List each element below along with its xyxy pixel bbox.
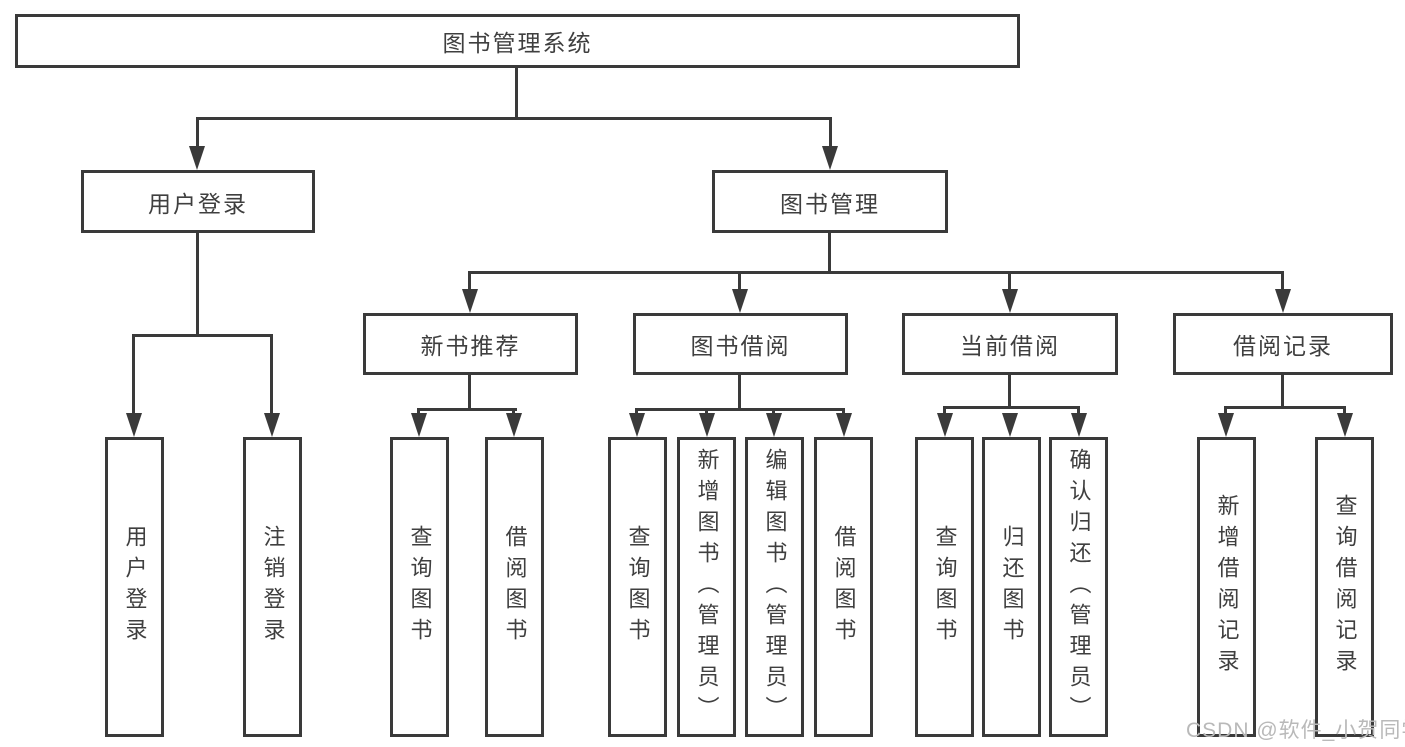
node-book-management: 图书管理 [712, 170, 948, 233]
arrow-down-icon [462, 289, 478, 313]
connector-line [132, 334, 273, 337]
node-label: 借阅记录 [1233, 333, 1333, 359]
connector-line [196, 117, 199, 149]
arrow-down-icon [264, 413, 280, 437]
connector-line [468, 375, 471, 411]
arrow-down-icon [1275, 289, 1291, 313]
leaf-user-login: 用户登录 [105, 437, 164, 737]
arrow-down-icon [1337, 413, 1353, 437]
node-label: 借阅图书 [831, 525, 857, 649]
connector-line [1077, 406, 1080, 418]
arrow-down-icon [126, 413, 142, 437]
node-label: 新书推荐 [420, 333, 521, 359]
connector-line [829, 117, 832, 149]
arrow-down-icon [1218, 413, 1234, 437]
arrow-down-icon [629, 413, 645, 437]
leaf-logout: 注销登录 [243, 437, 302, 737]
node-label: 当前借阅 [960, 333, 1060, 359]
arrow-down-icon [506, 413, 522, 437]
arrow-down-icon [836, 413, 852, 437]
leaf-borrow-books: 借阅图书 [814, 437, 873, 737]
connector-line [270, 334, 273, 416]
connector-line [1224, 406, 1227, 418]
connector-line [1281, 271, 1284, 293]
leaf-confirm-return-admin: 确认归还（管理员） [1049, 437, 1108, 737]
connector-line [738, 271, 741, 293]
node-label: 注销登录 [260, 525, 286, 649]
leaf-query-books-borrowing: 查询图书 [608, 437, 667, 737]
arrow-down-icon [937, 413, 953, 437]
arrow-down-icon [1002, 413, 1018, 437]
connector-line [132, 334, 135, 416]
node-borrowing-records: 借阅记录 [1173, 313, 1393, 375]
connector-line [196, 117, 832, 120]
node-label: 查询图书 [407, 525, 433, 649]
connector-line [1281, 375, 1284, 409]
node-label: 用户登录 [148, 190, 248, 217]
leaf-return-books: 归还图书 [982, 437, 1041, 737]
arrow-down-icon [822, 146, 838, 170]
node-label: 图书管理系统 [442, 30, 593, 56]
connector-line [417, 408, 517, 411]
connector-line [468, 271, 1284, 274]
arrow-down-icon [732, 289, 748, 313]
connector-line [635, 408, 845, 411]
node-book-borrowing: 图书借阅 [633, 313, 848, 375]
leaf-query-books-recommend: 查询图书 [390, 437, 449, 737]
node-label: 新增借阅记录 [1214, 494, 1240, 680]
node-label: 查询借阅记录 [1332, 494, 1358, 680]
node-label: 归还图书 [999, 525, 1025, 649]
connector-line [943, 406, 1080, 409]
node-library-management-system: 图书管理系统 [15, 14, 1020, 68]
node-label: 编辑图书（管理员） [762, 447, 788, 727]
connector-line [943, 406, 946, 418]
node-label: 用户登录 [122, 525, 148, 649]
leaf-edit-books-admin: 编辑图书（管理员） [745, 437, 804, 737]
node-label: 图书借阅 [690, 333, 791, 359]
csdn-watermark: CSDN @软件_小贺同学 [1186, 719, 1405, 742]
arrow-down-icon [699, 413, 715, 437]
node-label: 确认归还（管理员） [1066, 447, 1092, 727]
node-user-login: 用户登录 [81, 170, 315, 233]
connector-line [1343, 406, 1346, 418]
connector-line [1008, 271, 1011, 293]
leaf-query-books-current: 查询图书 [915, 437, 974, 737]
node-label: 查询图书 [932, 525, 958, 649]
connector-line [515, 68, 518, 120]
arrow-down-icon [189, 146, 205, 170]
leaf-add-borrow-record: 新增借阅记录 [1197, 437, 1256, 737]
leaf-query-borrow-record: 查询借阅记录 [1315, 437, 1374, 737]
node-label: 新增图书（管理员） [694, 447, 720, 727]
node-label: 查询图书 [625, 525, 651, 649]
connector-line [738, 375, 741, 411]
arrow-down-icon [766, 413, 782, 437]
node-current-borrowing: 当前借阅 [902, 313, 1118, 375]
connector-line [468, 271, 471, 293]
leaf-add-books-admin: 新增图书（管理员） [677, 437, 736, 737]
connector-line [1224, 406, 1346, 409]
node-new-book-recommendation: 新书推荐 [363, 313, 578, 375]
connector-line [196, 233, 199, 337]
node-label: 图书管理 [780, 190, 880, 217]
node-label: 借阅图书 [502, 525, 528, 649]
arrow-down-icon [1071, 413, 1087, 437]
arrow-down-icon [1002, 289, 1018, 313]
connector-line [1008, 375, 1011, 409]
leaf-borrow-books-recommend: 借阅图书 [485, 437, 544, 737]
arrow-down-icon [411, 413, 427, 437]
connector-line [828, 233, 831, 274]
